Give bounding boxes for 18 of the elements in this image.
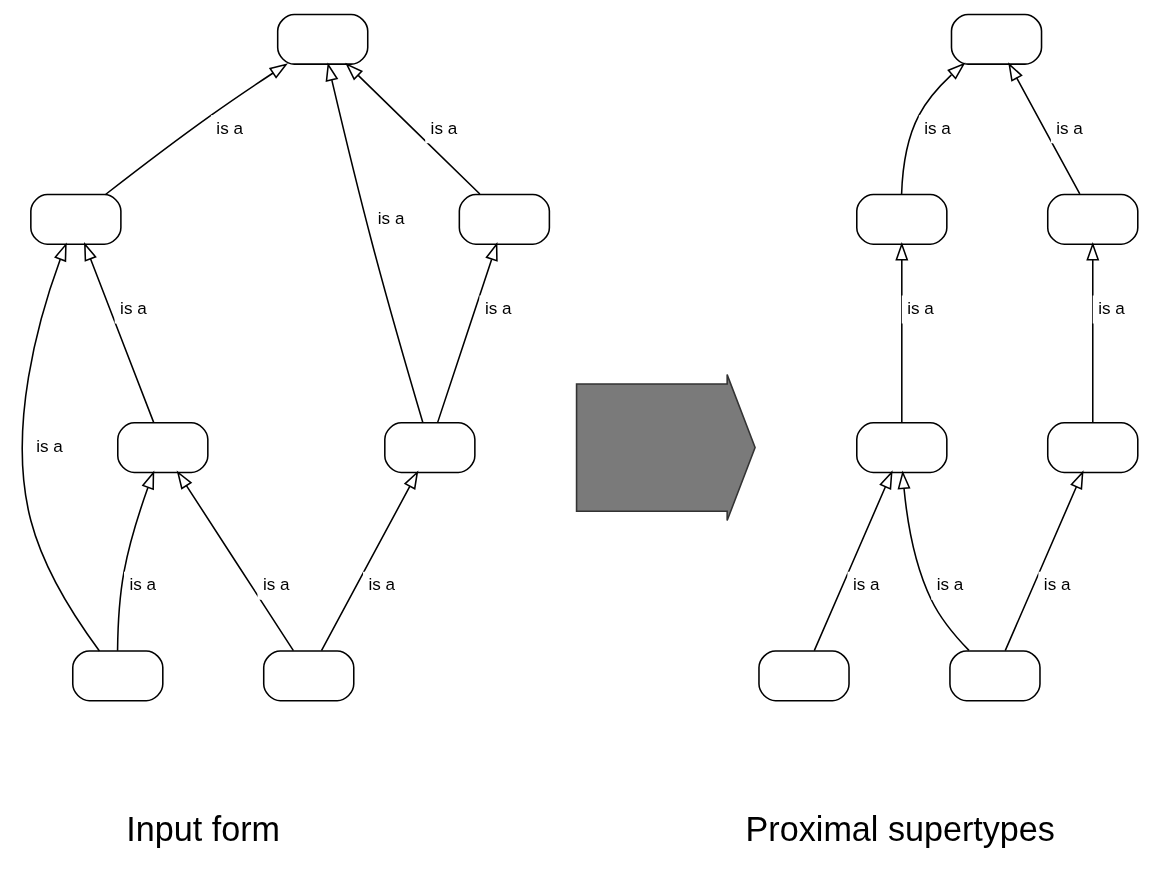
edge-label: is a <box>128 575 156 595</box>
label: Proximal supertypes <box>745 810 1055 849</box>
edge-label: is a <box>119 298 147 318</box>
edge-label: is a <box>1055 118 1083 138</box>
edge-label: is a <box>377 208 404 228</box>
edge-label: is a <box>906 298 934 318</box>
edge-label: is a <box>430 118 457 138</box>
edge-label: is a <box>484 298 512 318</box>
edge-label: is a <box>852 575 879 595</box>
label: Input form <box>125 810 280 849</box>
edge-label: is a <box>1043 575 1070 595</box>
edge-label: is a <box>923 118 951 138</box>
edge-label: is a <box>215 118 243 138</box>
edge-label: is a <box>368 575 395 595</box>
edge-label: is a <box>262 575 290 595</box>
edge-label: is a <box>35 436 63 456</box>
edge-label: is a <box>1097 298 1125 318</box>
edge-label: is a <box>936 575 963 595</box>
